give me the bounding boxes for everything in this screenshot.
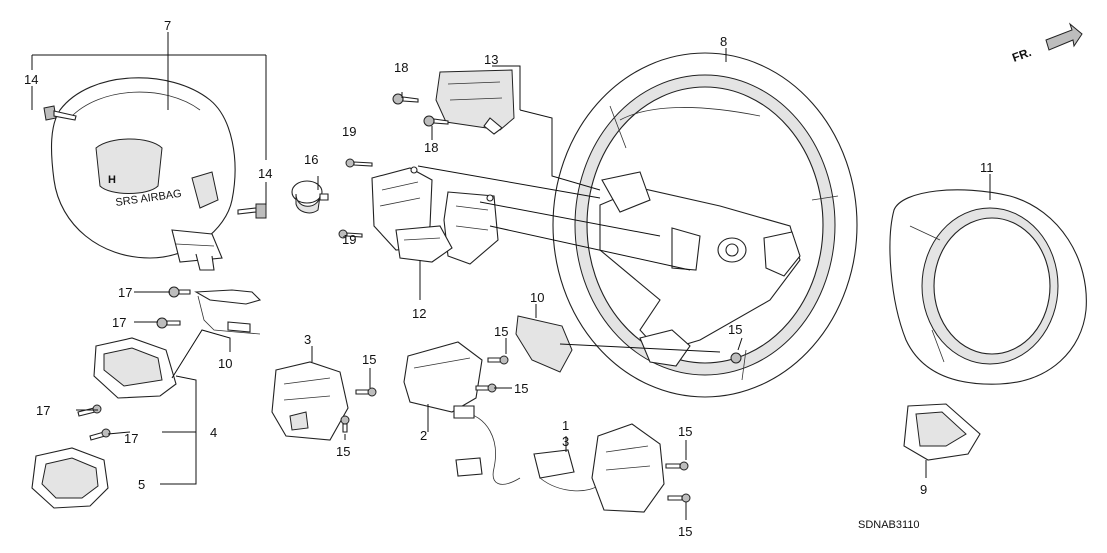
callout-3-middle: 3 [304,332,311,347]
cover-2 [403,341,483,413]
bolt-14-left [43,105,77,121]
diagram-code: SDNAB3110 [858,519,920,531]
callout-11: 11 [980,160,994,175]
screw-15-f [665,461,689,471]
screw-19-bottom [338,229,363,239]
switch-bracket-12 [371,166,499,265]
callout-labels: 7 14 14 16 13 18 18 19 19 12 8 11 9 10 1… [24,18,994,539]
switch-cover-5 [31,447,109,509]
switch-harness-1 [453,405,665,513]
front-direction-label: FR. [1010,45,1033,65]
screw-17-a [168,286,191,298]
screw-15-b [475,383,497,393]
callout-17-top: 17 [118,285,132,300]
callout-7: 8 [720,34,727,49]
callout-15-switch: 15 [362,352,376,367]
callout-15-wheel: 15 [728,322,742,337]
callout-19-top: 19 [342,124,356,139]
bolt-14-right [237,203,267,219]
callout-19-bottom: 19 [342,232,356,247]
screw-18-top [392,93,419,105]
callout-14-right: 14 [258,166,272,181]
rear-cover-11 [889,189,1087,385]
screw-18-bottom [423,115,449,127]
callout-10: 10 [218,356,232,371]
screw-15-g [667,493,691,503]
screw-19-top [345,158,373,168]
screw-15-c [730,352,742,364]
screw-17-b [156,317,181,329]
callout-17-third: 17 [36,403,50,418]
screw-15-d [355,387,377,397]
screw-15-a [487,355,509,365]
switch-3-middle [271,361,349,441]
airbag-module: H SRS AIRBAG [51,77,236,271]
callout-17-fourth: 17 [124,431,138,446]
screw-15-e [340,415,350,433]
cover-13 [435,69,515,135]
cover-16 [291,180,329,214]
harness-10 [194,289,262,335]
trim-cover-9 [515,315,573,373]
lower-cover-8 [903,403,981,461]
callout-12: 12 [412,306,426,321]
screw-17-d [89,428,111,441]
callout-17-second: 17 [112,315,126,330]
callout-15-right-top: 15 [678,424,692,439]
callout-18-bottom: 18 [424,140,438,155]
callout-15-side: 15 [514,381,528,396]
callout-5: 5 [138,477,145,492]
callout-15-upper: 15 [494,324,508,339]
callout-15-right-bottom: 15 [678,524,692,539]
callout-14-left: 14 [24,72,38,87]
callout-15-switch-lower: 15 [336,444,350,459]
callout-6: 7 [164,18,171,33]
callout-4: 4 [210,425,217,440]
callout-2: 2 [420,428,427,443]
callout-1: 1 [562,418,569,433]
callout-3-lower: 3 [562,434,569,449]
leader-lines [31,32,991,520]
callout-9: 10 [530,290,544,305]
front-direction-arrow: FR. [1010,22,1083,65]
callout-8: 9 [920,482,927,497]
callout-13: 13 [484,52,498,67]
steering-wheel [552,52,858,398]
honda-logo: H [108,174,116,186]
callout-16: 16 [304,152,318,167]
callout-18-top: 18 [394,60,408,75]
switch-assembly-4 [93,337,177,399]
